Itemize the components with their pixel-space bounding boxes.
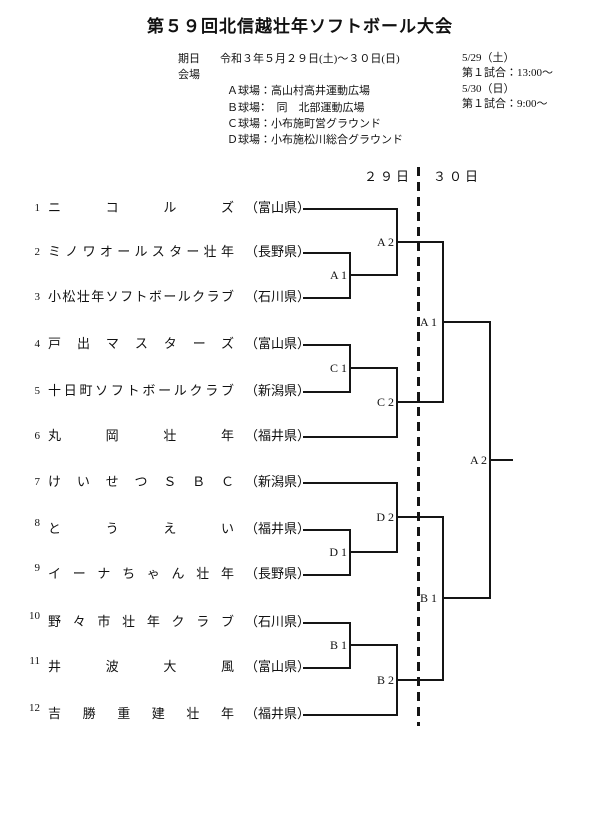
- team-number: 1: [34, 202, 41, 214]
- match-label-d1: D 1: [329, 545, 347, 559]
- match-label-b2-day29: B 2: [376, 673, 394, 687]
- team-name: 戸出マスターズ: [48, 336, 234, 351]
- team-row: 5 十日町ソフトボールクラブ （新潟県）: [22, 382, 314, 400]
- team-prefecture: （富山県）: [245, 659, 311, 674]
- team-prefecture: （富山県）: [245, 200, 311, 215]
- team-line: [303, 344, 350, 346]
- date-value: 令和３年５月２９日(土)～３０日(日): [220, 53, 400, 65]
- winner-line: [350, 644, 397, 646]
- team-prefecture: （長野県）: [245, 244, 311, 259]
- day30-header: ３０日: [432, 169, 481, 184]
- winner-line: [350, 551, 397, 553]
- venue-d: Ｄ球場：小布施松川総合グラウンド: [227, 134, 403, 146]
- schedule-day2: 5/30（日）: [462, 83, 515, 95]
- winner-line: [397, 516, 443, 518]
- team-name: けいせつＳＢＣ: [48, 474, 234, 489]
- team-number: 3: [34, 291, 41, 303]
- team-prefecture: （福井県）: [245, 706, 311, 721]
- winner-line: [350, 367, 397, 369]
- team-name: ミノワオールスター壮年: [48, 244, 234, 259]
- team-line: [303, 391, 350, 393]
- team-prefecture: （石川県）: [245, 614, 311, 629]
- team-name: 井波大風: [48, 659, 234, 674]
- team-prefecture: （福井県）: [245, 521, 311, 536]
- date-label: 期日: [178, 53, 200, 65]
- team-name: 小松壮年ソフトボールクラブ: [48, 289, 234, 304]
- match-label-b1-day29: B 1: [329, 638, 347, 652]
- schedule-day2-game: 第１試合：9:00～: [462, 98, 548, 110]
- team-name: とうえい: [48, 521, 234, 536]
- match-label-a1-day30: A 1: [420, 315, 438, 329]
- team-prefecture: （富山県）: [245, 336, 311, 351]
- team-number: 10: [29, 610, 40, 622]
- venue-c: Ｃ球場：小布施町営グラウンド: [227, 118, 381, 130]
- team-prefecture: （新潟県）: [245, 383, 311, 398]
- team-number: 5: [34, 385, 41, 397]
- team-row: 2 ミノワオールスター壮年 （長野県）: [22, 243, 314, 261]
- team-line: [303, 529, 350, 531]
- match-label-a1-day29: A 1: [329, 268, 347, 282]
- team-name: ニコルズ: [48, 200, 234, 215]
- winner-line: [397, 401, 443, 403]
- team-prefecture: （新潟県）: [245, 474, 311, 489]
- match-label-a2-day29: A 2: [376, 235, 394, 249]
- champion-line: [490, 459, 513, 461]
- team-number: 4: [34, 338, 41, 350]
- match-label-c1: C 1: [329, 361, 347, 375]
- team-row: 4 戸出マスターズ （富山県）: [22, 335, 314, 353]
- match-label-b1-day30: B 1: [420, 591, 438, 605]
- team-row: 6 丸岡壮年 （福井県）: [22, 427, 314, 445]
- team-line: [303, 667, 350, 669]
- winner-line: [443, 321, 490, 323]
- winner-line: [443, 597, 490, 599]
- team-row: 8 とうえい （福井県）: [22, 517, 314, 538]
- team-line: [303, 252, 350, 254]
- team-row: 7 けいせつＳＢＣ （新潟県）: [22, 473, 314, 491]
- venue-label: 会場: [178, 69, 200, 81]
- team-number: 11: [29, 655, 40, 667]
- team-prefecture: （長野県）: [245, 566, 311, 581]
- team-number: 7: [34, 476, 41, 488]
- team-name: 野々市壮年クラブ: [48, 614, 234, 629]
- match-label-c2: C 2: [376, 395, 394, 409]
- team-number: 9: [34, 562, 41, 574]
- team-line: [303, 714, 397, 716]
- team-line: [303, 208, 397, 210]
- winner-line: [350, 274, 397, 276]
- day29-header: ２９日: [363, 169, 412, 184]
- match-label-d2: D 2: [376, 510, 394, 524]
- team-row: 3 小松壮年ソフトボールクラブ （石川県）: [22, 288, 314, 306]
- team-name: 吉勝重建壮年: [48, 706, 234, 721]
- team-name: 十日町ソフトボールクラブ: [48, 383, 234, 398]
- team-line: [303, 297, 350, 299]
- team-row: 1 ニコルズ （富山県）: [22, 199, 314, 217]
- team-line: [303, 482, 397, 484]
- team-line: [303, 574, 350, 576]
- team-row: 9 イーナちゃん壮年 （長野県）: [22, 562, 314, 583]
- winner-line: [397, 241, 443, 243]
- team-number: 6: [34, 430, 41, 442]
- schedule-day1: 5/29（土）: [462, 52, 515, 64]
- venue-a: Ａ球場：高山村高井運動広場: [227, 85, 370, 97]
- match-label-final: A 2: [469, 453, 487, 467]
- team-row: 12 吉勝重建壮年 （福井県）: [22, 702, 314, 723]
- team-prefecture: （石川県）: [245, 289, 311, 304]
- team-number: 8: [34, 517, 41, 529]
- schedule-day1-game: 第１試合：13:00～: [462, 67, 554, 79]
- team-line: [303, 436, 397, 438]
- team-name: 丸岡壮年: [48, 428, 234, 443]
- team-row: 11 井波大風 （富山県）: [22, 655, 314, 676]
- day-divider-dashed-line: [417, 167, 420, 726]
- venue-b: Ｂ球場： 同 北部運動広場: [227, 102, 365, 114]
- page-title: 第５９回北信越壮年ソフトボール大会: [147, 17, 453, 36]
- winner-line: [397, 679, 443, 681]
- team-line: [303, 622, 350, 624]
- team-prefecture: （福井県）: [245, 428, 311, 443]
- team-row: 10 野々市壮年クラブ （石川県）: [22, 610, 314, 631]
- team-number: 12: [29, 702, 40, 714]
- team-name: イーナちゃん壮年: [48, 566, 234, 581]
- team-number: 2: [34, 246, 41, 258]
